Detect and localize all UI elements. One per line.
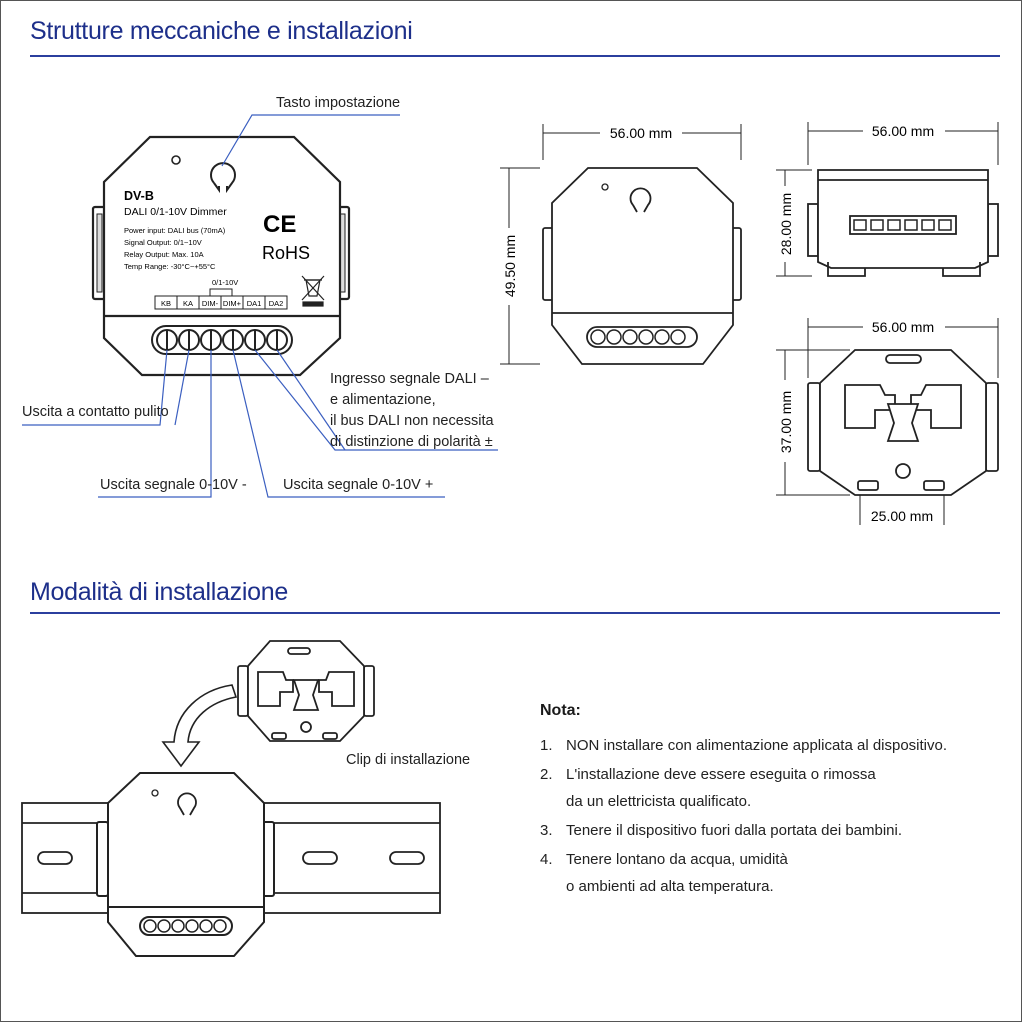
device-side-view: [807, 169, 999, 277]
terminal-label: DIM-: [202, 299, 219, 308]
section-rule: [30, 612, 1000, 614]
device-on-rail: [96, 772, 275, 957]
callout-dali-line: il bus DALI non necessita: [330, 413, 494, 429]
callout-output-minus: Uscita segnale 0-10V -: [100, 477, 247, 493]
callout-output-plus: Uscita segnale 0-10V +: [283, 477, 434, 493]
device-name: DALI 0/1-10V Dimmer: [124, 206, 227, 218]
callout-dali-line: di distinzione di polarità ±: [330, 434, 493, 450]
dim-clip-height: 37.00 mm: [778, 391, 794, 453]
terminal-labels: KB KA DIM- DIM+ DA1 DA2: [161, 299, 283, 308]
dim-front-height: 49.50 mm: [502, 235, 518, 297]
ce-mark: CE: [263, 211, 296, 238]
notes-list: 1. NON installare con alimentazione appl…: [540, 732, 947, 902]
note-line: Tenere il dispositivo fuori dalla portat…: [566, 822, 903, 839]
dim-clip-hole: 25.00 mm: [871, 508, 933, 524]
device-front-dimensioned: [542, 167, 742, 365]
spec-power: Power input: DALI bus (70mA): [124, 226, 226, 235]
terminal-label: KA: [183, 299, 193, 308]
callout-dali-line: e alimentazione,: [330, 392, 436, 408]
installation-clip: [237, 640, 375, 742]
leader-lines: [22, 114, 498, 498]
note-number: 3.: [540, 822, 553, 839]
dimension-lines-clip: [776, 318, 999, 525]
terminal-label: DA2: [269, 299, 284, 308]
callout-setting-button: Tasto impostazione: [276, 95, 401, 111]
callout-clip: Clip di installazione: [346, 752, 471, 768]
note-item: 3. Tenere il dispositivo fuori dalla por…: [540, 817, 947, 844]
dim-side-width: 56.00 mm: [872, 123, 934, 139]
callout-dali-input: Ingresso segnale DALI – e alimentazione,…: [330, 369, 494, 453]
section-title-structures: Strutture meccaniche e installazioni: [30, 17, 413, 45]
note-line: o ambienti ad alta temperatura.: [566, 878, 774, 895]
terminal-label: DA1: [247, 299, 262, 308]
note-line: L'installazione deve essere eseguita o r…: [566, 766, 876, 783]
section-rule: [30, 55, 1000, 57]
rohs-mark: RoHS: [262, 243, 310, 263]
dim-clip-width: 56.00 mm: [872, 319, 934, 335]
dimension-lines-side: [776, 122, 999, 277]
note-item: 2. L'installazione deve essere eseguita …: [540, 761, 947, 815]
spec-temp: Temp Range: -30°C~+55°C: [124, 262, 216, 271]
callout-dali-line: Ingresso segnale DALI –: [330, 371, 489, 387]
terminal-label: DIM+: [223, 299, 242, 308]
spec-relay: Relay Output: Max. 10A: [124, 250, 204, 259]
terminal-group-label: 0/1-10V: [212, 278, 238, 287]
dim-front-width: 56.00 mm: [610, 125, 672, 141]
note-number: 1.: [540, 737, 553, 754]
device-front-large: [91, 135, 351, 377]
note-line: da un elettricista qualificato.: [566, 793, 752, 810]
clip-view: [807, 349, 999, 496]
dim-side-height: 28.00 mm: [778, 193, 794, 255]
spec-signal: Signal Output: 0/1~10V: [124, 238, 202, 247]
note-line: NON installare con alimentazione applica…: [566, 737, 948, 754]
note-item: 4. Tenere lontano da acqua, umidità o am…: [540, 846, 947, 900]
dimension-lines-front: [500, 124, 742, 365]
install-arrow: [161, 684, 238, 768]
callout-dry-contact: Uscita a contatto pulito: [22, 404, 169, 420]
note-line: Tenere lontano da acqua, umidità: [566, 851, 788, 868]
terminal-label: KB: [161, 299, 171, 308]
device-model: DV-B: [124, 189, 154, 203]
section-title-installation: Modalità di installazione: [30, 578, 288, 606]
notes-title: Nota:: [540, 702, 581, 719]
note-number: 2.: [540, 766, 553, 783]
note-number: 4.: [540, 851, 553, 868]
note-item: 1. NON installare con alimentazione appl…: [540, 732, 947, 759]
